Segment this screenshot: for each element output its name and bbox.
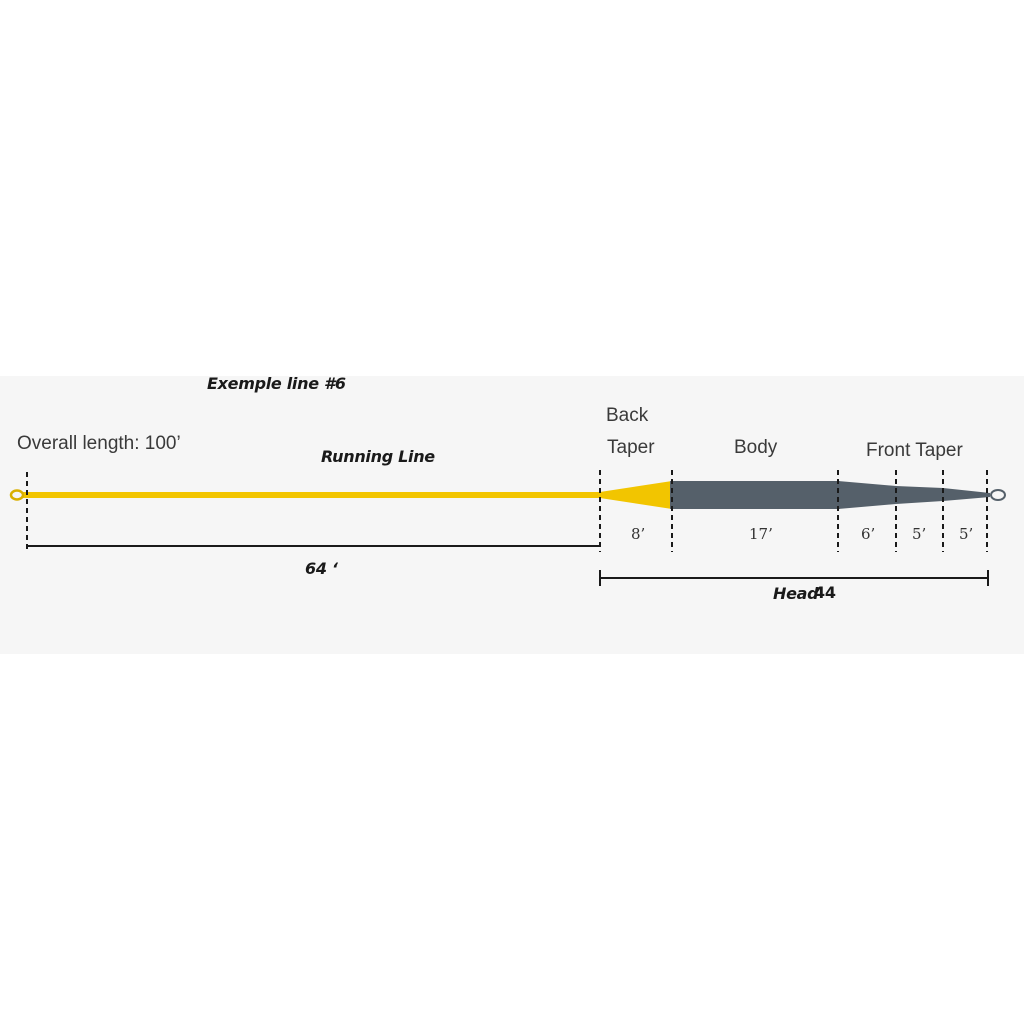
running-line-length: 64 ‘ — [305, 559, 338, 578]
body-label: Body — [734, 437, 778, 458]
head-length: 44 — [814, 583, 836, 602]
body-shape — [670, 481, 840, 509]
front-taper-shape — [838, 481, 990, 509]
overall-length-label: Overall length: 100’ — [17, 433, 181, 454]
running-line-shape — [22, 492, 602, 498]
front-taper-label: Front Taper — [866, 440, 963, 461]
back-taper-label-line1: Back — [606, 405, 649, 426]
front-taper-length-2: 5’ — [912, 525, 927, 543]
back-taper-length: 8’ — [631, 525, 646, 543]
back-taper-shape — [600, 481, 672, 509]
running-line-label: Running Line — [321, 447, 435, 466]
section-markers — [26, 470, 988, 552]
front-taper-length-3: 5’ — [959, 525, 974, 543]
diagram-panel — [0, 376, 1024, 654]
back-taper-label-line2: Taper — [607, 437, 655, 458]
front-loop-icon — [990, 489, 1006, 501]
front-taper-length-1: 6’ — [861, 525, 876, 543]
body-length: 17’ — [749, 525, 773, 543]
diagram-title: Exemple line #6 — [207, 374, 346, 393]
rear-loop-icon — [9, 489, 25, 501]
head-label: Head — [773, 584, 819, 603]
